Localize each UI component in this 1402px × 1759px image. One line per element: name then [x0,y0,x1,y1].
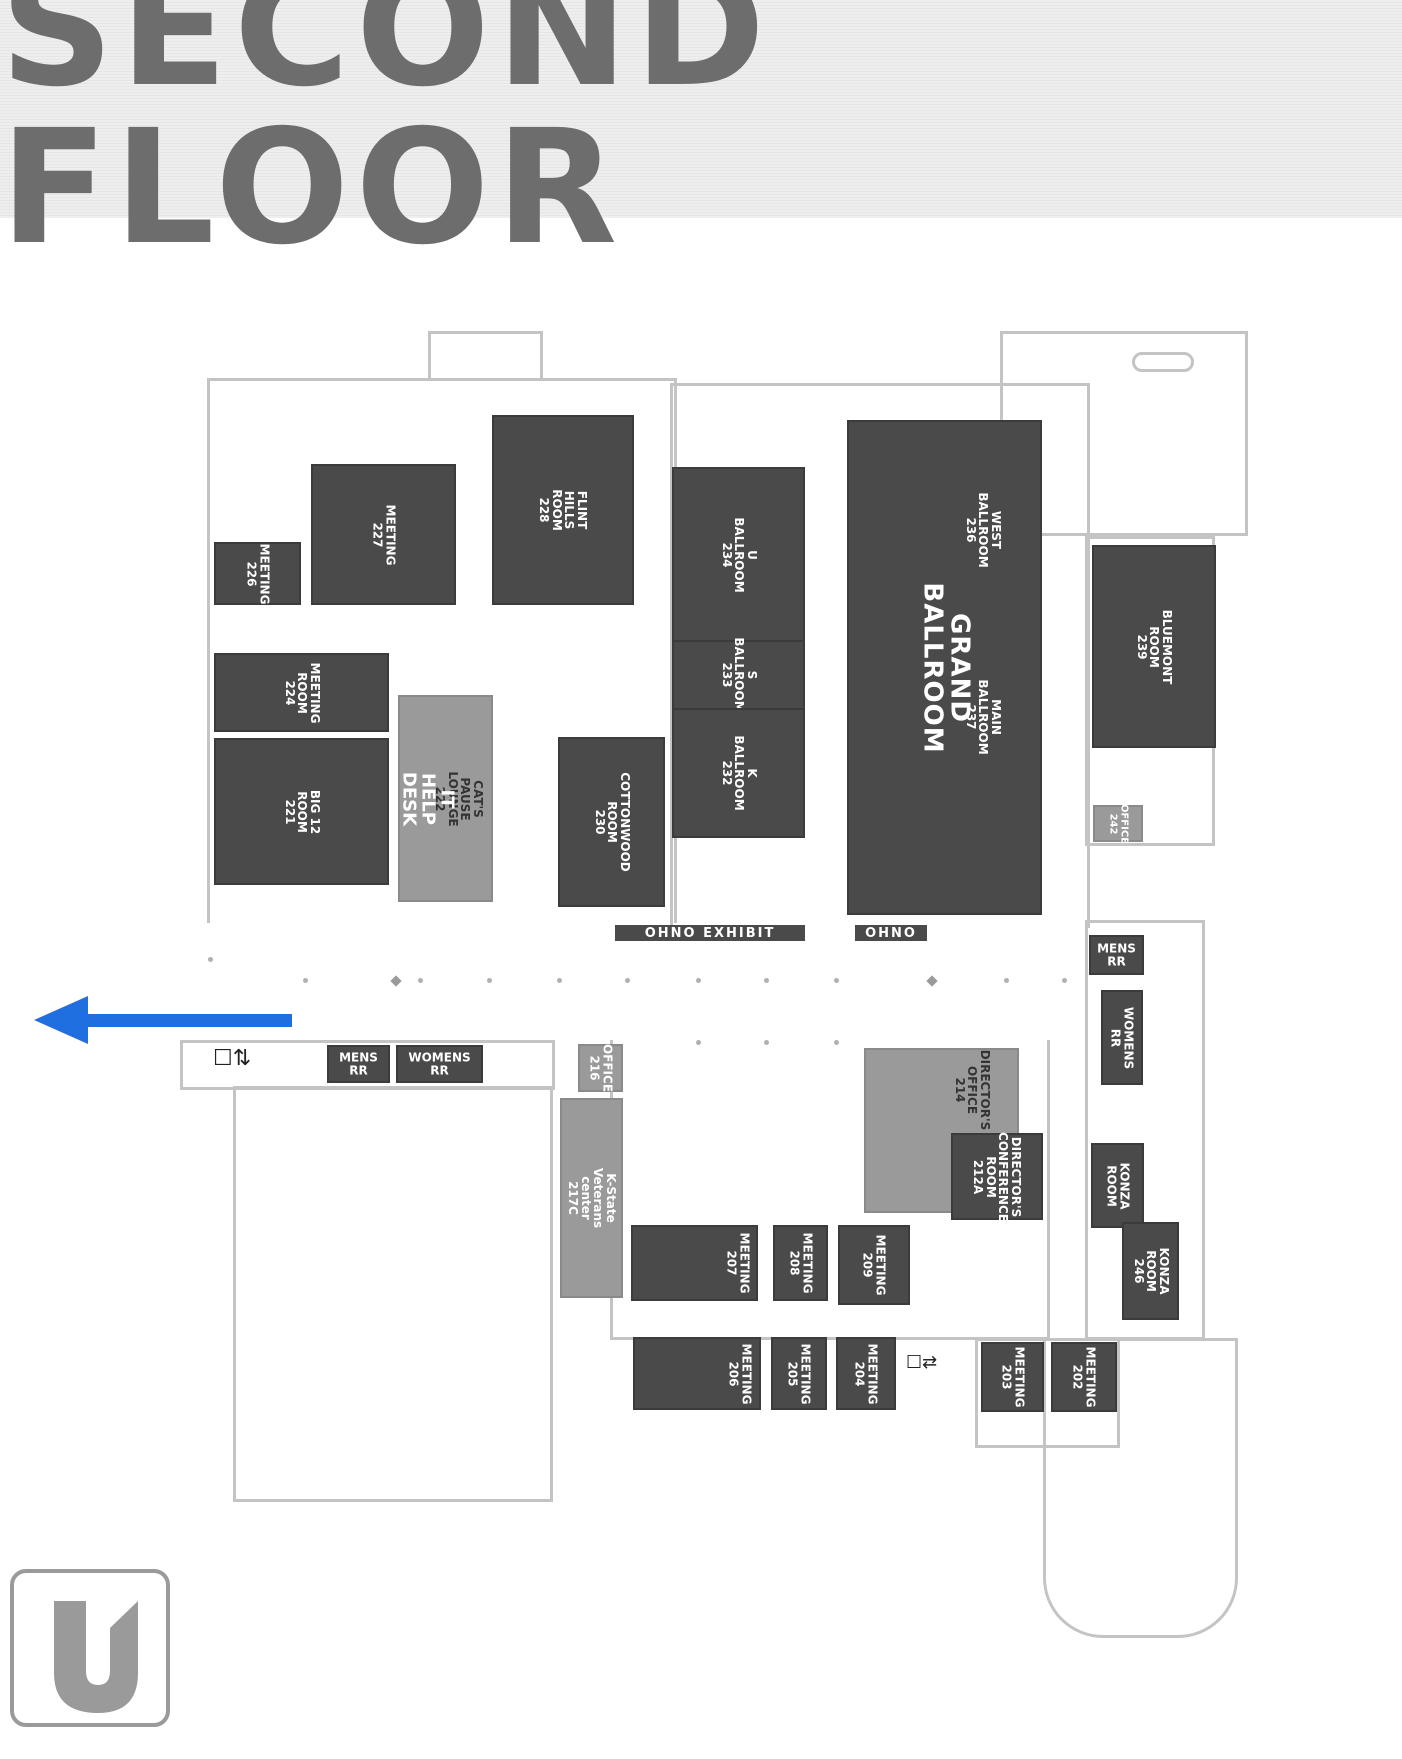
room-label: KONZA ROOM [1104,1162,1132,1209]
room-mens-rr-west[interactable]: MENS RR [327,1045,390,1083]
room-office-242[interactable]: OFFICE 242 [1093,803,1143,844]
room-bluemont-239[interactable]: BLUEMONT ROOM 239 [1092,545,1216,748]
exit-arrow-icon [34,996,292,1044]
elevator-icon: ☐⇅ [213,1046,252,1071]
column-dot [487,978,492,983]
room-konza[interactable]: KONZA ROOM [1091,1143,1144,1228]
room-meeting-206[interactable]: MEETING 206 [633,1337,761,1410]
room-label: MEETING 206 [727,1343,754,1404]
room-label: MEETING 207 [724,1232,752,1294]
room-meeting-203[interactable]: MEETING 203 [981,1342,1044,1412]
room-u-ballroom-234[interactable]: U BALLROOM 234 [672,467,805,642]
room-meeting-202[interactable]: MEETING 202 [1051,1342,1117,1412]
room-meeting-207[interactable]: MEETING 207 [631,1225,758,1301]
room-label: MEETING ROOM 224 [282,662,322,723]
room-label: MEETING 202 [1071,1346,1098,1408]
room-label: MEETING 203 [999,1346,1027,1408]
column-dot [418,978,423,983]
room-label: MENS RR [339,1050,378,1077]
room-grand-ballroom[interactable]: GRAND BALLROOM WEST BALLROOM 236 MAIN BA… [847,420,1042,915]
north-annex-wall [428,331,543,381]
room-meeting-208[interactable]: MEETING 208 [773,1225,828,1301]
room-mens-rr-east[interactable]: MENS RR [1089,935,1144,975]
column-dot [696,1040,701,1045]
room-label: MAIN BALLROOM 237 [963,678,1003,755]
room-flint-hills-228[interactable]: FLINT HILLS ROOM 228 [492,415,634,605]
room-label: MEETING 205 [786,1343,813,1404]
room-meeting-209[interactable]: MEETING 209 [838,1225,910,1305]
elevator-loop-wall [1132,352,1194,372]
title-banner: SECOND FLOOR [0,0,1402,267]
room-label: WOMENS RR [408,1050,471,1077]
ohno-exhibit-strip: OHNO EXHIBIT [615,925,805,941]
south-hall-wall [233,1086,553,1502]
outer-wall-north [670,383,1090,928]
room-label: DIRECTOR'S CONFERENCE ROOM 212A [971,1131,1024,1222]
room-k-ballroom-232[interactable]: K BALLROOM 232 [672,708,805,838]
room-label: WOMENS RR [1109,1006,1136,1069]
room-label: BIG 12 ROOM 221 [282,789,322,834]
column-marker [390,975,402,987]
room-womens-rr-east[interactable]: WOMENS RR [1101,990,1143,1085]
room-label: WEST BALLROOM 236 [963,492,1003,568]
room-meeting-224[interactable]: MEETING ROOM 224 [214,653,389,732]
column-dot [834,978,839,983]
room-womens-rr-west[interactable]: WOMENS RR [396,1045,483,1083]
column-dot [764,1040,769,1045]
room-label: IT HELP DESK [398,771,458,826]
room-label: MEETING 227 [370,504,398,565]
union-logo [10,1569,170,1727]
room-label: S BALLROOM 233 [719,637,759,713]
column-dot [834,1040,839,1045]
room-big12-221[interactable]: BIG 12 ROOM 221 [214,738,389,885]
room-label: OFFICE 216 [587,1043,615,1093]
room-konza-246[interactable]: KONZA ROOM 246 [1122,1222,1179,1320]
room-label: KONZA ROOM 246 [1131,1247,1171,1295]
logo-mark-icon [54,1601,138,1713]
room-label: FLINT HILLS ROOM 228 [537,489,590,531]
room-label: BLUEMONT ROOM 239 [1134,609,1174,684]
column-dot [1004,978,1009,983]
column-dot [303,978,308,983]
room-label: MEETING 226 [244,543,272,604]
room-meeting-227[interactable]: MEETING 227 [311,464,456,605]
room-s-ballroom-233[interactable]: S BALLROOM 233 [672,637,805,713]
room-label: U BALLROOM 234 [719,516,759,593]
room-meeting-226[interactable]: MEETING 226 [214,542,301,605]
room-kstate-veterans-217c[interactable]: K-State Veterans center 217C [560,1098,623,1298]
column-dot [1062,978,1067,983]
room-cats-pause-222[interactable]: CAT'S PAUSE LOUNGE 222 IT HELP DESK [398,695,493,902]
column-dot [208,957,213,962]
room-label: MEETING 208 [787,1232,815,1294]
room-label: MENS RR [1097,941,1136,968]
rotunda-wall [1043,1338,1238,1638]
column-dot [557,978,562,983]
room-label: COTTONWOOD ROOM 230 [592,772,632,872]
lobby-west-wall [180,1040,555,1090]
column-dot [696,978,701,983]
column-dot [625,978,630,983]
room-label: DIRECTOR'S OFFICE 214 [952,1049,992,1131]
room-meeting-205[interactable]: MEETING 205 [771,1337,827,1410]
room-office-216[interactable]: OFFICE 216 [578,1044,623,1092]
room-meeting-204[interactable]: MEETING 204 [836,1337,896,1410]
room-directors-conference-212a[interactable]: DIRECTOR'S CONFERENCE ROOM 212A [951,1131,1043,1222]
elevator-icon: ☐⇄ [906,1352,938,1373]
room-cottonwood-230[interactable]: COTTONWOOD ROOM 230 [558,737,665,907]
column-dot [764,978,769,983]
room-label: K BALLROOM 232 [719,735,759,811]
room-label: MEETING 209 [861,1234,888,1296]
room-label: K-State Veterans center 217C [565,1167,618,1229]
column-marker [926,975,938,987]
ohno-strip: OHNO [855,925,927,941]
room-label: MEETING 204 [853,1343,880,1404]
room-label: OFFICE 242 [1108,803,1130,844]
